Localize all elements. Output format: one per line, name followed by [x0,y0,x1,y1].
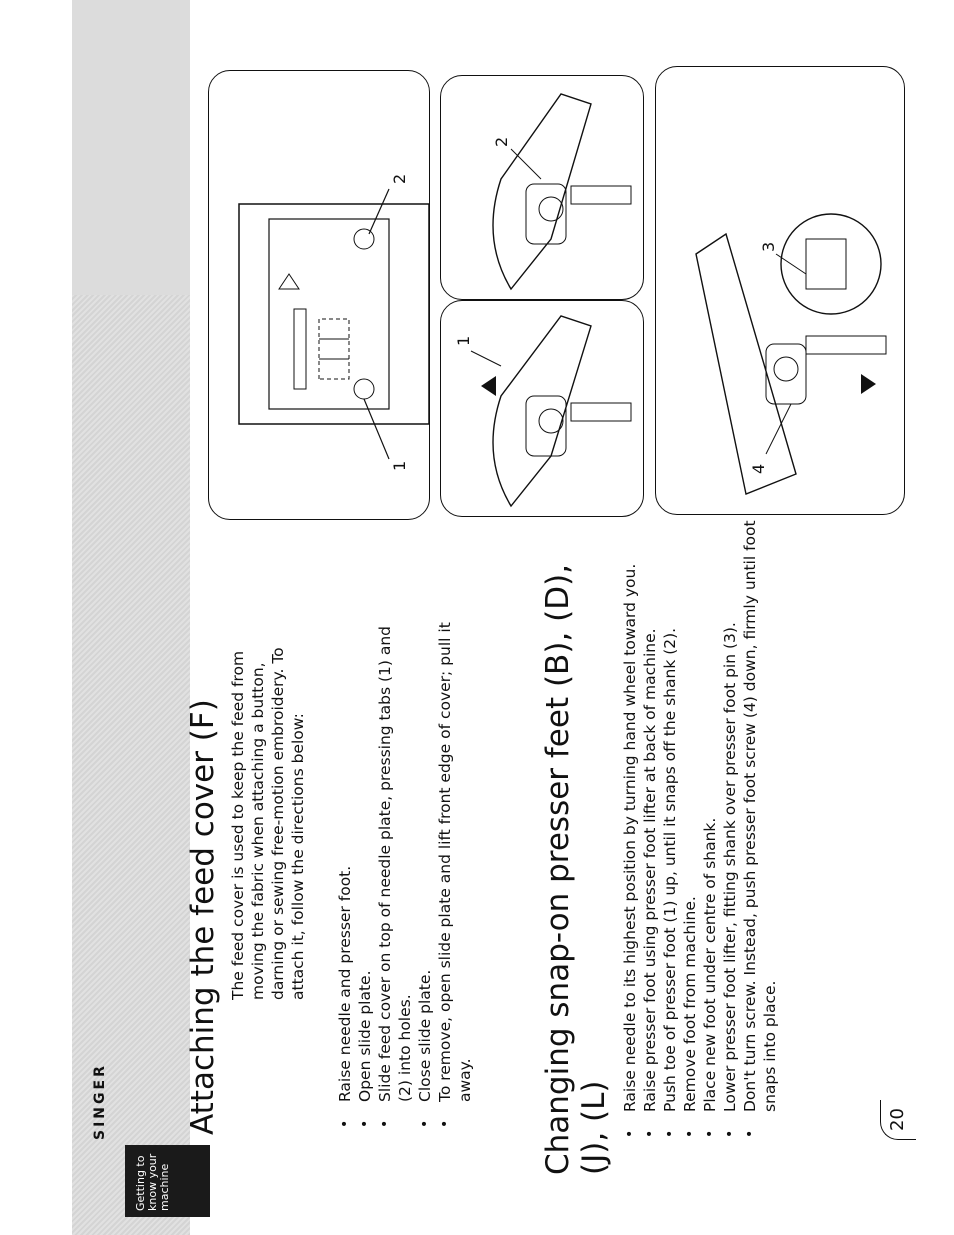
label-2: 2 [390,174,409,184]
fit-foot-illustration: 3 4 [655,66,905,515]
snap-on-steps: Raise needle to its highest position by … [620,500,780,1140]
list-item: Place new foot under centre of shank. [700,500,720,1140]
shank-drawing: 2 [492,93,632,291]
feed-cover-intro: The feed cover is used to keep the feed … [229,647,307,1000]
list-item: To remove, open slide plate and lift fro… [435,600,475,1130]
list-item: Raise presser foot using presser foot li… [640,500,660,1140]
label-4: 4 [749,464,768,474]
header-band-texture [72,295,190,1235]
list-item: Push toe of presser foot (1) up, until i… [660,500,680,1140]
list-item: Close slide plate. [415,600,435,1130]
feed-cover-title: Attaching the feed cover (F) [185,699,221,1135]
list-item: Raise needle to its highest position by … [620,500,640,1140]
shank-illustration: 2 [440,75,644,300]
label-3: 3 [759,242,778,252]
list-item: Remove foot from machine. [680,500,700,1140]
feed-cover-drawing: 1 2 [238,174,429,471]
list-item: Raise needle and presser foot. [335,600,355,1130]
feed-cover-illustration: 1 2 [208,70,430,520]
label-1: 1 [390,461,409,471]
list-item: Lower presser foot lifter, fitting shank… [720,500,740,1140]
list-item: Open slide plate. [355,600,375,1130]
label-1: 1 [454,336,473,346]
list-item: Slide feed cover on top of needle plate,… [375,600,415,1130]
section-tab: Getting to know your machine [125,1145,210,1217]
fit-foot-drawing: 3 4 [695,213,887,495]
tab-line: machine [158,1163,171,1211]
feed-cover-steps: Raise needle and presser foot. Open slid… [335,600,475,1130]
list-item: Don't turn screw. Instead, push presser … [740,500,780,1140]
label-2: 2 [492,137,511,147]
page-number: 20 [880,1100,916,1140]
snap-on-title: Changing snap-on presser feet (B), (D), … [540,563,612,1175]
brand-logo: SINGER [92,1063,108,1140]
snap-off-illustration: 1 [440,300,644,517]
snap-off-drawing: 1 [454,315,632,508]
